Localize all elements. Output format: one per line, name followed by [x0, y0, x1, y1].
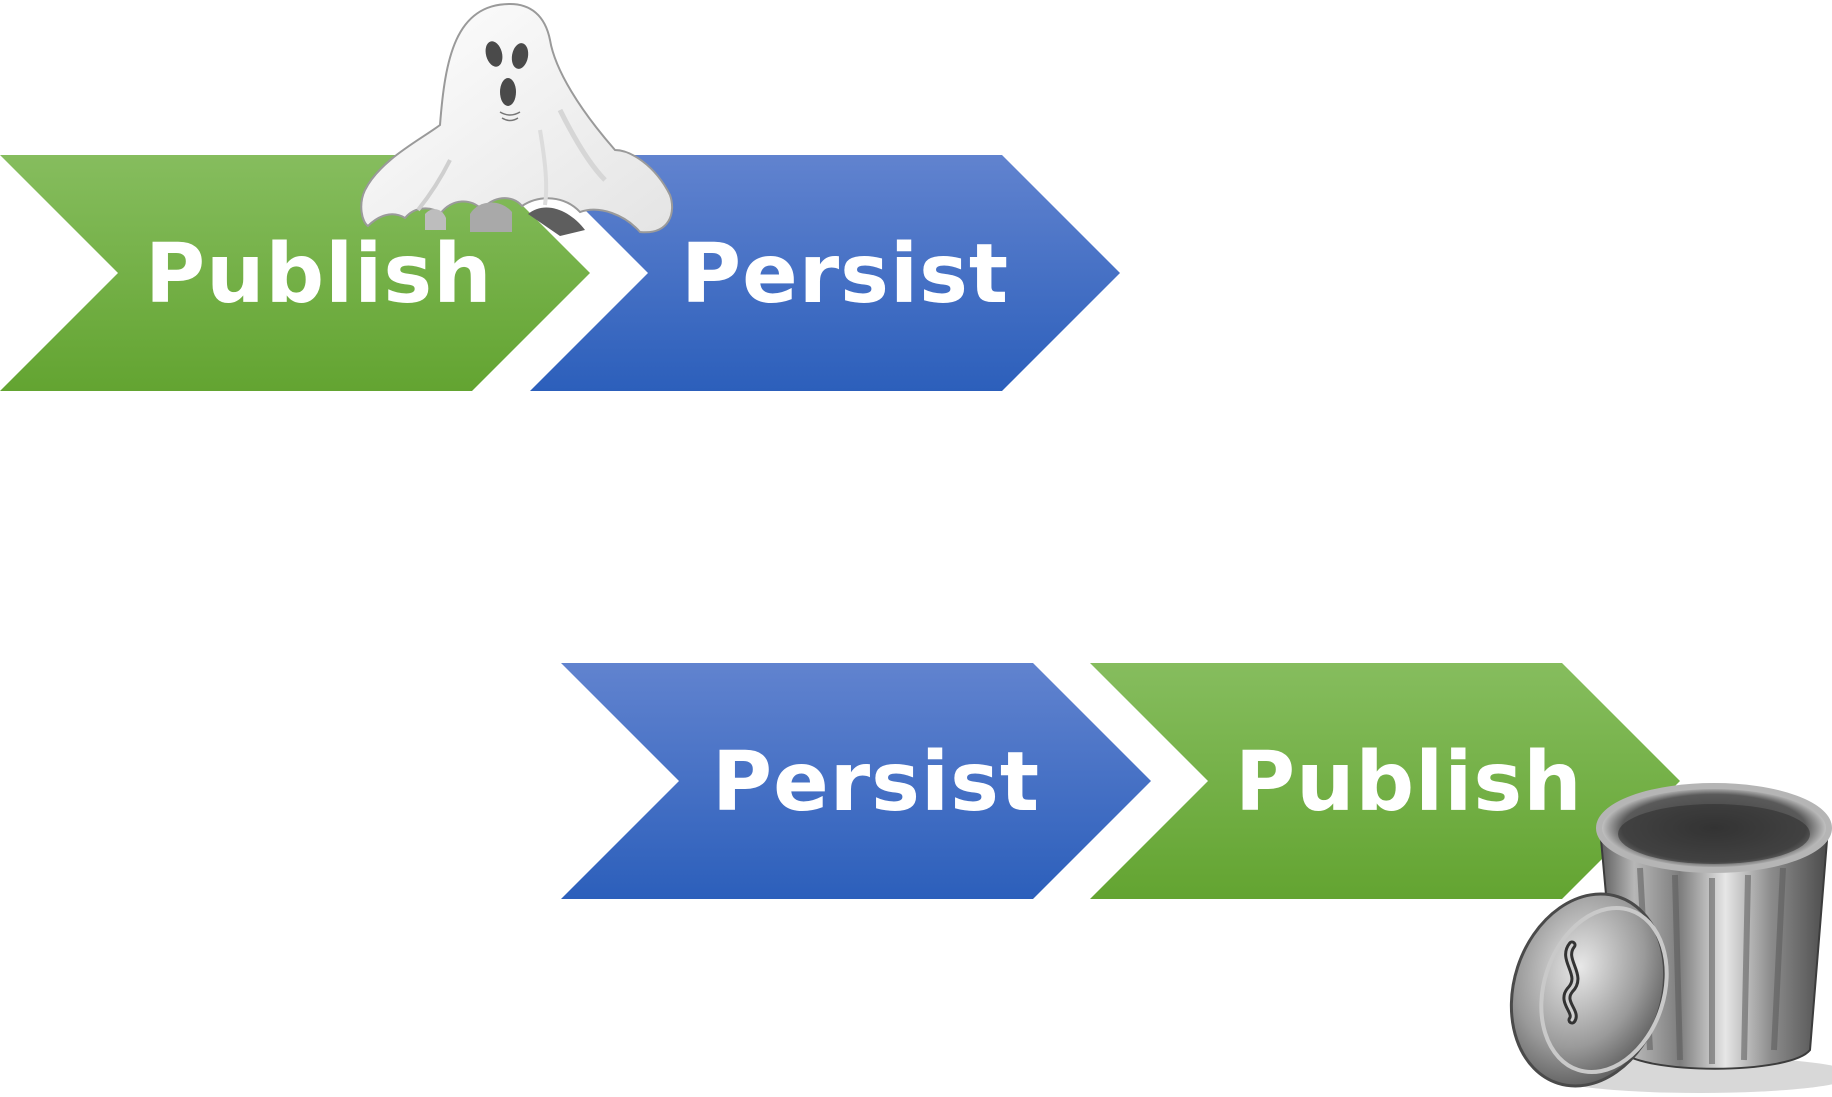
top-persist-chevron	[530, 155, 1120, 391]
bottom-row: Persist Publish	[561, 663, 1832, 1093]
bottom-persist-chevron	[561, 663, 1151, 899]
trash-can-icon	[1509, 783, 1832, 1093]
top-row: Publish Persist	[0, 2, 1120, 391]
bottom-persist-label: Persist	[712, 735, 1040, 830]
top-persist-label: Persist	[681, 227, 1009, 322]
top-publish-label: Publish	[145, 227, 493, 322]
ghost-icon	[360, 2, 674, 236]
bottom-publish-chevron	[1090, 663, 1680, 899]
bottom-publish-label: Publish	[1235, 735, 1583, 830]
